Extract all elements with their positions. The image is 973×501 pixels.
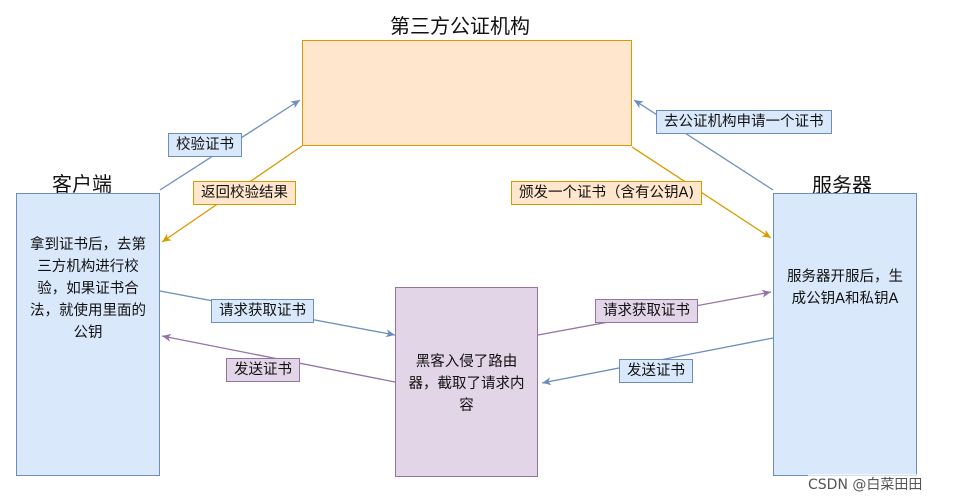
client-text: 拿到证书后，去第三方机构进行校验，如果证书合法，就使用里面的公钥 [30,237,146,341]
label-client-request: 请求获取证书 [211,299,314,323]
label-issue-cert: 颁发一个证书（含有公钥A) [511,181,703,205]
csdn-watermark: CSDN @白菜田田 [808,474,923,494]
hacker-text: 黑客入侵了路由器，截取了请求内容 [408,354,525,414]
label-hacker-send: 发送证书 [226,358,300,382]
client-box: 拿到证书后，去第三方机构进行校验，如果证书合法，就使用里面的公钥 [16,193,160,476]
authority-box [302,40,632,146]
server-text: 服务器开服后，生成公钥A和私钥A [787,269,903,307]
label-server-send: 发送证书 [619,359,693,383]
label-apply-cert: 去公证机构申请一个证书 [656,110,832,134]
server-box: 服务器开服后，生成公钥A和私钥A [773,193,917,476]
authority-title: 第三方公证机构 [390,14,530,38]
client-title: 客户端 [52,172,112,196]
label-hacker-request: 请求获取证书 [595,299,698,323]
label-verify-cert: 校验证书 [168,133,242,157]
hacker-box: 黑客入侵了路由器，截取了请求内容 [395,287,538,477]
label-return-result: 返回校验结果 [193,181,296,205]
